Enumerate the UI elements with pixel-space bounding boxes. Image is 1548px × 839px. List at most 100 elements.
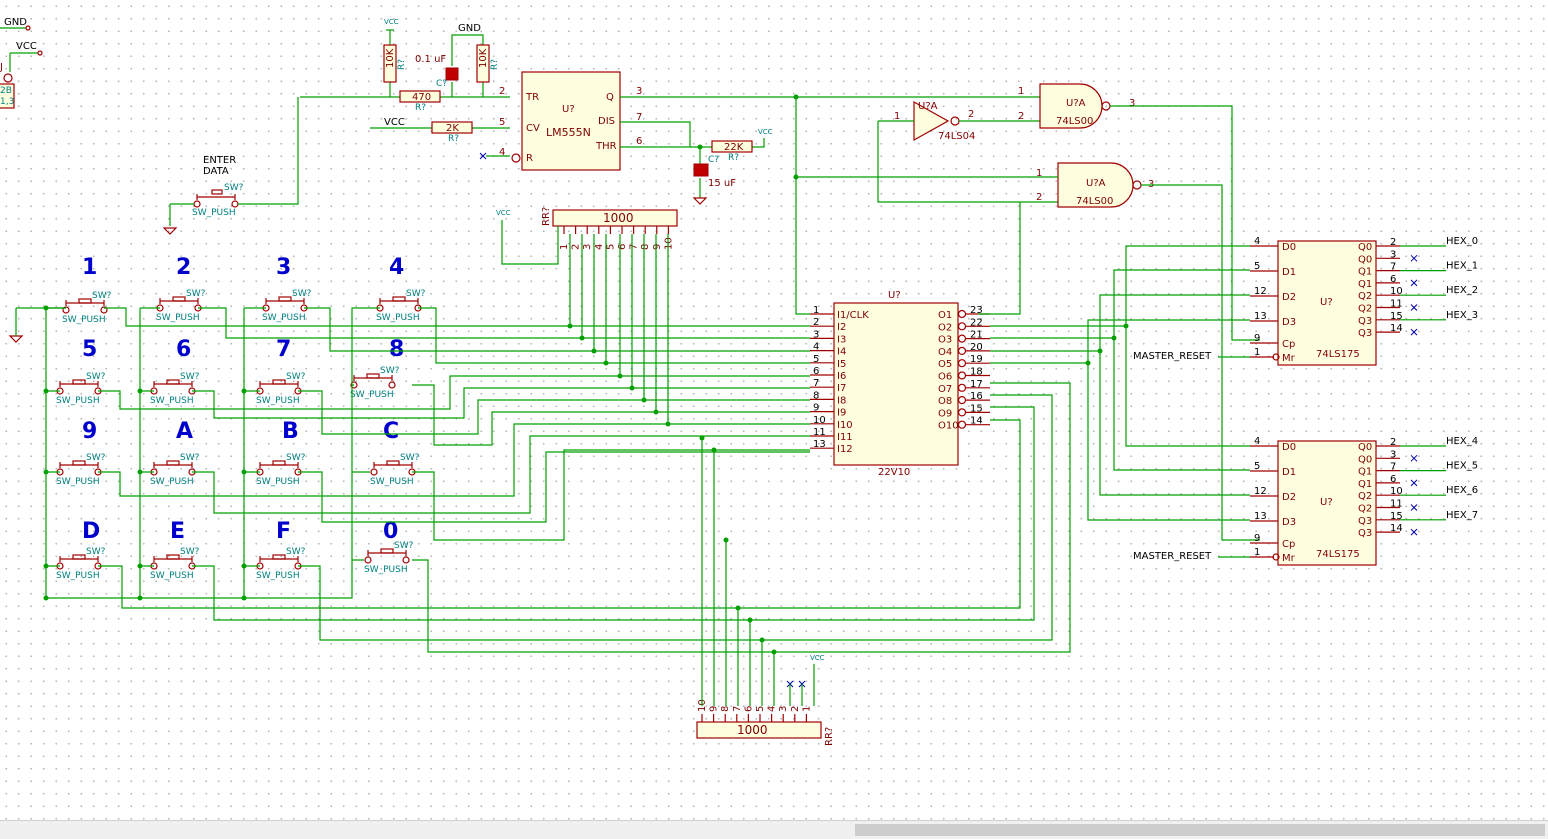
reg-in-label: D3 — [1282, 517, 1296, 528]
rr-bot-pin: 8 — [720, 706, 731, 712]
reg-in-num: 5 — [1254, 261, 1260, 272]
pld-22v10[interactable]: U? 22V10 I1/CLK1I22I33I44I55I66I77I88I99… — [810, 290, 990, 478]
key-label: A — [176, 419, 193, 444]
pld-output-num: 20 — [970, 342, 983, 353]
switch-type: SW_PUSH — [56, 477, 100, 487]
svg-text:10K: 10K — [478, 48, 489, 68]
svg-text:1: 1 — [1018, 86, 1024, 97]
reg-out-label: Q2 — [1358, 491, 1372, 502]
gnd-label: GND — [4, 17, 27, 28]
key-label: 3 — [276, 255, 291, 280]
reg-ref: U? — [1320, 297, 1333, 308]
hex-net-label: HEX_7 — [1446, 510, 1478, 521]
switch-ref: SW? — [400, 453, 420, 463]
edge-component: J 2B 1,3 — [0, 62, 15, 109]
keypad-switch-3[interactable]: 3SW_PUSH SW? — [262, 255, 312, 323]
pld-input-num: 2 — [813, 317, 819, 328]
reg-out-num: 7 — [1390, 262, 1396, 273]
enter-data-switch[interactable]: ENTER DATA SW? SW_PUSH — [162, 97, 299, 235]
switch-ref: SW? — [180, 547, 200, 557]
svg-text:22V10: 22V10 — [878, 467, 910, 478]
inverter-74ls04[interactable]: U?A 74LS04 1 2 — [877, 100, 1058, 203]
reg-in-num: 9 — [1254, 333, 1260, 344]
capacitor-01uf[interactable] — [445, 67, 459, 81]
nand-b-74ls00[interactable]: U?A 74LS00 1 2 3 — [796, 162, 1260, 541]
rr-top-pin: 3 — [582, 244, 593, 250]
resistor-470[interactable] — [399, 90, 441, 103]
pld-input-num: 7 — [813, 378, 819, 389]
switch-ref: SW? — [380, 366, 400, 376]
svg-text:U?A: U?A — [1086, 178, 1106, 189]
svg-text:ENTER: ENTER — [203, 155, 236, 166]
switch-type: SW_PUSH — [262, 313, 306, 323]
reg-in-label: D2 — [1282, 492, 1296, 503]
resistor-10k-b[interactable] — [476, 44, 490, 83]
capacitor-15uf[interactable] — [693, 163, 709, 177]
reg-in-num: 13 — [1254, 311, 1267, 322]
pld-input-num: 11 — [813, 427, 826, 438]
pld-output-label: O5 — [938, 359, 952, 370]
resistor-2k[interactable] — [431, 121, 473, 134]
reg-in-num: 12 — [1254, 486, 1267, 497]
switch-ref: SW? — [292, 289, 312, 299]
svg-text:5: 5 — [499, 117, 505, 128]
svg-text:VCC: VCC — [384, 18, 399, 26]
switch-ref: SW? — [86, 372, 106, 382]
svg-text:DIS: DIS — [598, 116, 615, 127]
key-label: B — [282, 419, 299, 444]
switch-type: SW_PUSH — [150, 571, 194, 581]
svg-text:U?: U? — [888, 290, 901, 301]
key-label: E — [170, 519, 185, 544]
svg-text:74LS00: 74LS00 — [1056, 116, 1093, 127]
master-reset-label: MASTER_RESET — [1133, 551, 1212, 562]
switch-ref: SW? — [92, 291, 112, 301]
switch-ref: SW? — [394, 541, 414, 551]
reg-out-num: 10 — [1390, 286, 1403, 297]
reg-in-label: Mr — [1282, 553, 1296, 564]
horizontal-scrollbar[interactable] — [0, 820, 1548, 839]
scrollbar-thumb[interactable] — [855, 824, 1545, 836]
switch-type: SW_PUSH — [156, 313, 200, 323]
hex-net-label: HEX_5 — [1446, 461, 1478, 472]
svg-text:RR?: RR? — [824, 727, 835, 746]
nand-a-74ls00[interactable]: U?A 74LS00 1 2 3 — [1018, 83, 1260, 341]
reg-in-label: D2 — [1282, 292, 1296, 303]
keypad-switch-e[interactable]: E SW_PUSH SW? — [150, 519, 200, 581]
pld-output-num: 22 — [970, 317, 983, 328]
rr-top-pin: 10 — [663, 237, 674, 250]
reg-out-num: 14 — [1390, 323, 1403, 334]
pld-input-num: 3 — [813, 329, 819, 340]
svg-text:R?: R? — [415, 103, 426, 113]
switch-type: SW_PUSH — [350, 390, 394, 400]
svg-text:4: 4 — [499, 147, 505, 158]
svg-text:TR: TR — [525, 92, 539, 103]
pld-input-num: 4 — [813, 342, 819, 353]
pld-input-label: I2 — [837, 322, 846, 333]
resistor-22k[interactable] — [711, 140, 753, 153]
key-label: F — [276, 519, 291, 544]
switch-type: SW_PUSH — [256, 396, 300, 406]
lm555n-chip[interactable] — [521, 71, 621, 171]
rr-top-pin: 7 — [629, 244, 640, 250]
rr-bot-pin: 3 — [778, 706, 789, 712]
resistor-10k-a[interactable] — [383, 44, 397, 83]
